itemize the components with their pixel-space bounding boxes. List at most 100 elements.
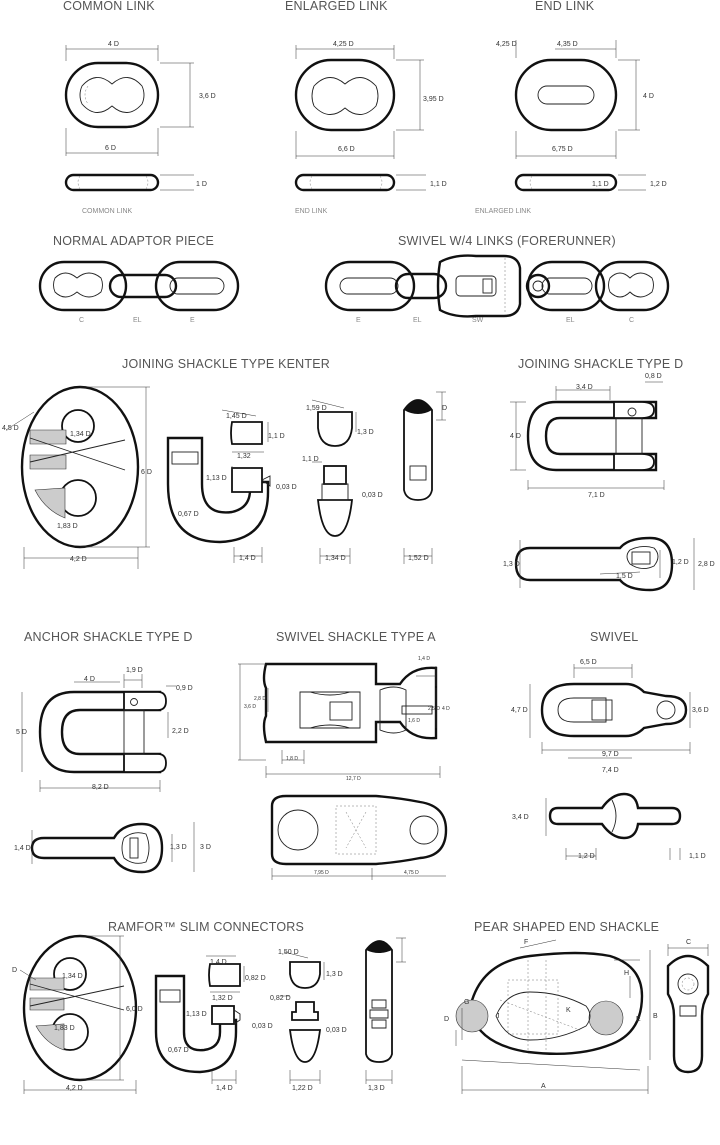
caption-adaptor-el: EL xyxy=(133,317,142,324)
dim-swivel-side-height: 3,4 D xyxy=(512,814,529,821)
dim-swivel-side-end: 1,1 D xyxy=(689,853,706,860)
dim-ramfor-width: 4,2 D xyxy=(66,1085,83,1092)
dim-swa-eye-top: 1,4 D xyxy=(418,656,430,662)
anchor-shackle-d-drawing: 4 D 1,9 D 0,9 D 5 D 2,2 D 8,2 D 1,4 D 1,… xyxy=(14,667,211,874)
swivel-links-drawing xyxy=(324,254,670,318)
dim-kenter-pin-width: 1,45 D xyxy=(226,413,247,420)
swivel-drawing: 6,5 D 4,7 D 3,6 D 9,7 D 7,4 D 3,4 D 1,2 … xyxy=(511,659,709,860)
dim-anchor-side-thickness: 1,4 D xyxy=(14,845,31,852)
dim-jd-side-eye: 1,2 D xyxy=(672,559,689,566)
dim-kenter-height: 6 D xyxy=(141,469,152,476)
dim-jd-side-height: 2,8 D xyxy=(698,561,715,568)
dim-swivel-height: 4,7 D xyxy=(511,707,528,714)
dim-ramfor-hook-radius: 0,67 D xyxy=(168,1047,189,1054)
label-pear-e: E xyxy=(636,1016,641,1023)
dim-kenter-pin-length: 1,32 xyxy=(237,453,251,460)
title-common-link: COMMON LINK xyxy=(63,0,155,13)
caption-swivel-el: EL xyxy=(413,317,422,324)
dim-ramfor-upper-hole: 1,34 D xyxy=(62,973,83,980)
enlarged-link-drawing: 4,25 D 3,95 D 6,6 D 1,1 D xyxy=(294,41,447,192)
dim-kenter-lower-hole: 1,83 D xyxy=(57,523,78,530)
label-pear-j: J xyxy=(496,1013,500,1020)
dim-kenter-stud-width-bottom: 1,34 D xyxy=(325,555,346,562)
title-joining-shackle-kenter: JOINING SHACKLE TYPE KENTER xyxy=(122,357,330,371)
dim-jd-bolt: 0,8 D xyxy=(645,373,662,380)
dim-swa-eye-inner: 1,6 D xyxy=(408,718,420,724)
dim-swa-length: 12,7 D xyxy=(346,776,361,782)
caption-end-link: END LINK xyxy=(295,208,328,215)
dim-ramfor-stud-width: 1,50 D xyxy=(278,949,299,956)
caption-adaptor-c: C xyxy=(79,317,85,324)
dim-swivel-length: 9,7 D xyxy=(602,751,619,758)
dim-common-thickness: 1 D xyxy=(196,181,207,188)
dim-anchor-bolt: 0,9 D xyxy=(176,685,193,692)
dim-anchor-side-height: 3 D xyxy=(200,844,211,851)
dim-swivel-eye: 3,6 D xyxy=(692,707,709,714)
dim-anchor-width: 4 D xyxy=(84,676,95,683)
dim-common-width: 4 D xyxy=(108,41,119,48)
dim-kenter-hook-width: 1,4 D xyxy=(239,555,256,562)
dim-kenter-stud-height: 1,3 D xyxy=(357,429,374,436)
caption-swivel-el-2: EL xyxy=(566,317,575,324)
dim-ramfor-pin-length: 1,32 D xyxy=(212,995,233,1002)
dim-swa-end: 4 D xyxy=(442,706,450,712)
dim-anchor-side-eye: 1,3 D xyxy=(170,844,187,851)
dim-kenter-cone-width: 1,52 D xyxy=(408,555,429,562)
dim-jd-length: 7,1 D xyxy=(588,492,605,499)
dim-anchor-height: 5 D xyxy=(16,729,27,736)
dim-enlarged-width: 4,25 D xyxy=(333,41,354,48)
dim-swa-pin: 1,8 D xyxy=(286,756,298,762)
dim-enlarged-thickness: 1,1 D xyxy=(430,181,447,188)
dim-kenter-stud-tolerance: 0,03 D xyxy=(362,492,383,499)
dim-ramfor-lower-hole: 1,83 D xyxy=(54,1025,75,1032)
dim-ramfor-pin-height: 0,82 D xyxy=(245,975,266,982)
caption-swivel-e: E xyxy=(356,317,361,324)
dim-ramfor-stud-height: 1,3 D xyxy=(326,971,343,978)
dim-ramfor-stud-tolerance: 0,03 D xyxy=(326,1027,347,1034)
caption-adaptor-e: E xyxy=(190,317,195,324)
dim-ramfor-hook-width: 1,4 D xyxy=(216,1085,233,1092)
dim-end-thickness: 1,2 D xyxy=(650,181,667,188)
caption-enlarged-link: ENLARGED LINK xyxy=(475,208,532,215)
dim-ramfor-height: 6,0 D xyxy=(126,1006,143,1013)
title-end-link: END LINK xyxy=(535,0,595,13)
common-link-drawing: 4 D 3,6 D 6 D 1 D xyxy=(64,41,216,192)
dim-jd-side-bolt: 1,5 D xyxy=(616,573,633,580)
label-pear-f: F xyxy=(524,939,528,946)
pear-shackle-drawing: F C H G J K D E B A xyxy=(444,939,710,1094)
dim-jd-height: 4 D xyxy=(510,433,521,440)
dim-swivel-inner-length: 7,4 D xyxy=(602,767,619,774)
dim-anchor-gap: 2,2 D xyxy=(172,728,189,735)
dim-ramfor-hook-gap: 1,13 D xyxy=(186,1011,207,1018)
dim-swa-inner: 2,8 D xyxy=(254,696,266,702)
dim-ramfor-d: D xyxy=(12,967,17,974)
dim-anchor-bolt-head: 1,9 D xyxy=(126,667,143,674)
dim-swa-eye: 2,5 D xyxy=(428,706,440,712)
caption-swivel-sw: SW xyxy=(472,317,484,324)
dim-swivel-side-bolt: 1,2 D xyxy=(578,853,595,860)
dim-kenter-stud-width: 1,59 D xyxy=(306,405,327,412)
dim-ramfor-cone-width: 1,3 D xyxy=(368,1085,385,1092)
title-swivel-with-links: SWIVEL W/4 LINKS (FORERUNNER) xyxy=(398,234,616,248)
dim-kenter-hook-gap: 1,13 D xyxy=(206,475,227,482)
dim-ramfor-pin-width: 1,4 D xyxy=(210,959,227,966)
dim-swa-height: 3,6 D xyxy=(244,704,256,710)
end-link-drawing: 4,25 D 4,35 D 4 D 6,75 D 1,2 D 1,1 D xyxy=(496,40,667,192)
dim-kenter-stud-neck: 1,1 D xyxy=(302,456,319,463)
kenter-shackle-drawing: 4,5 D 1,34 D 6 D 1,83 D 4,2 D 1,45 D 1,1… xyxy=(2,385,447,569)
dim-end-inner-thickness: 1,1 D xyxy=(592,181,609,188)
label-pear-k: K xyxy=(566,1007,571,1014)
dim-enlarged-length: 6,6 D xyxy=(338,146,355,153)
dim-swa-side-length: 7,95 D xyxy=(314,870,329,876)
dim-kenter-cone-d: D xyxy=(442,405,447,412)
dim-ramfor-stud-width-bottom: 1,22 D xyxy=(292,1085,313,1092)
dim-swa-side-eye: 4,75 D xyxy=(404,870,419,876)
label-pear-b: B xyxy=(653,1013,658,1020)
title-joining-shackle-d: JOINING SHACKLE TYPE D xyxy=(518,357,684,371)
dim-swivel-width: 6,5 D xyxy=(580,659,597,666)
dim-kenter-hook-radius: 0,67 D xyxy=(178,511,199,518)
caption-swivel-c: C xyxy=(629,317,635,324)
joining-shackle-d-drawing: 3,4 D 0,8 D 4 D 7,1 D 1,3 D 1,2 D 2,8 D … xyxy=(503,373,715,592)
title-ramfor-connectors: RAMFOR™ SLIM CONNECTORS xyxy=(108,920,305,934)
